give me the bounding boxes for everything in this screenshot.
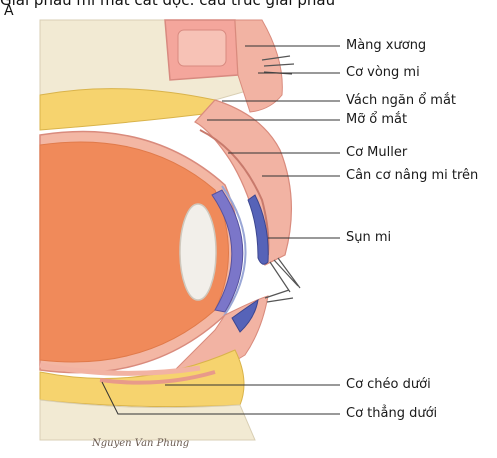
lower-lashes <box>265 290 293 302</box>
label-can-co-nang-mi-tren: Cân cơ nâng mi trên <box>346 168 478 184</box>
label-co-thang-duoi: Cơ thẳng dưới <box>346 406 437 422</box>
upper-lashes <box>270 258 300 292</box>
label-vach-ngan-o-mat: Vách ngăn ổ mắt <box>346 93 456 109</box>
frontal-bone-inner <box>178 30 226 66</box>
label-co-muller: Cơ Muller <box>346 145 407 161</box>
label-mo-o-mat: Mỡ ổ mắt <box>346 112 407 128</box>
label-co-vong-mi: Cơ vòng mi <box>346 65 420 81</box>
brow-skin <box>235 20 282 112</box>
artist-signature: Nguyen Van Phung <box>92 438 189 449</box>
label-sun-mi: Sụn mi <box>346 230 391 246</box>
label-co-cheo-duoi: Cơ chéo dưới <box>346 377 431 393</box>
label-mang-xuong: Màng xương <box>346 38 426 54</box>
lens <box>180 204 216 300</box>
